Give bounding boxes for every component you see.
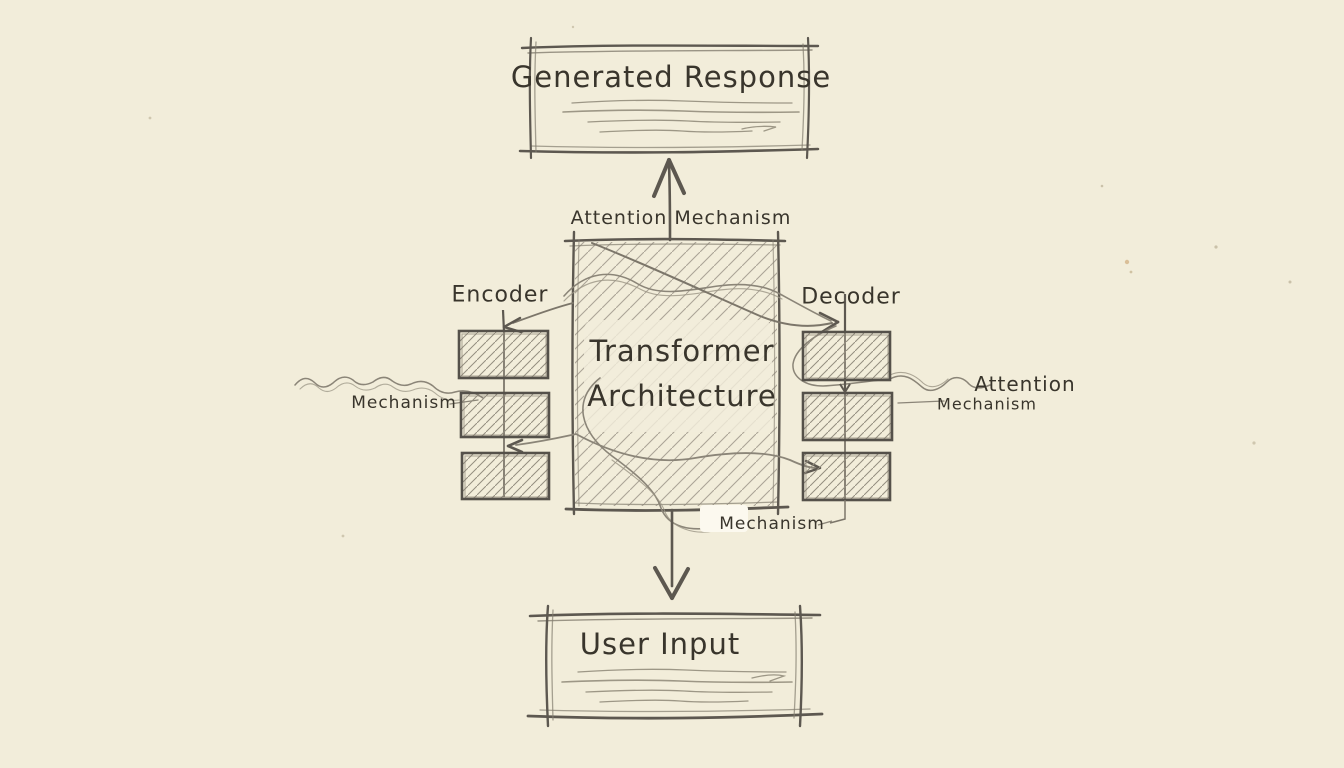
- user-input-box: [526, 604, 824, 728]
- decoder-box-2: [801, 391, 894, 442]
- transformer-title-line1: Transformer: [589, 334, 775, 368]
- paper-speckles: [148, 25, 1292, 538]
- mechanism-bottom-label: Mechanism: [719, 514, 825, 534]
- mechanism-right-label: Mechanism: [937, 394, 1037, 414]
- decoder-box-3: [801, 451, 892, 502]
- attention-mechanism-top-label: Attention Mechanism: [570, 207, 792, 229]
- up-arrow: [652, 158, 686, 242]
- mechanism-left-label: Mechanism: [351, 393, 457, 413]
- transformer-architecture-title: Transformer Architecture: [587, 329, 777, 419]
- decoder-box-1: [801, 330, 892, 382]
- down-arrow: [653, 508, 690, 600]
- attention-right-label: Attention: [974, 372, 1076, 396]
- encoder-label: Encoder: [451, 282, 549, 308]
- flow-curves: [294, 242, 991, 533]
- user-input-label: User Input: [579, 627, 741, 661]
- placeholder-scribbles: [562, 99, 800, 133]
- placeholder-scribbles: [561, 668, 793, 703]
- whiteout-patch: [700, 505, 748, 532]
- transformer-box: [563, 230, 790, 516]
- transformer-title-line2: Architecture: [587, 379, 777, 413]
- mechanism-bottom-connector: [829, 500, 846, 524]
- encoder-box-2: [459, 391, 551, 439]
- generated-response-box: [518, 36, 820, 160]
- decoder-stack: [801, 294, 894, 526]
- encoder-stack: [457, 309, 551, 501]
- decoder-label: Decoder: [801, 284, 901, 310]
- generated-response-label: Generated Response: [510, 60, 832, 94]
- encoder-box-3: [460, 451, 551, 501]
- encoder-box-1: [457, 329, 550, 380]
